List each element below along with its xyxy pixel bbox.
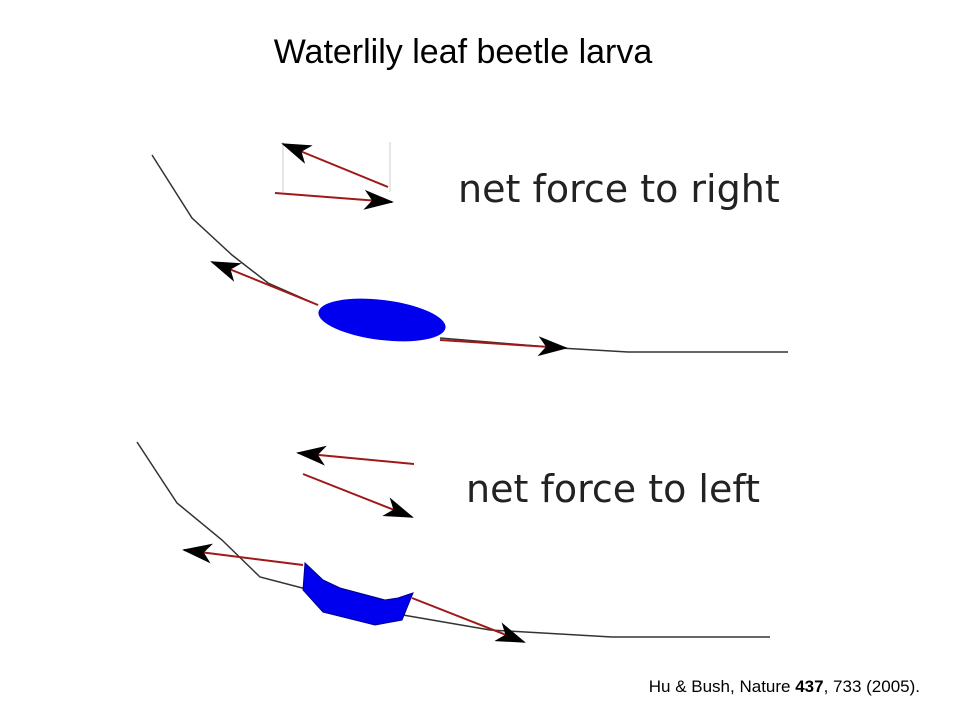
top-water-surface-right — [439, 337, 788, 353]
bottom-left-tension-arrow — [182, 543, 304, 566]
top-right-tension-arrow — [439, 336, 568, 357]
net-force-left-label: net force to left — [466, 467, 760, 511]
top-sum-right-vector — [274, 189, 394, 210]
top-panel — [151, 142, 788, 357]
top-left-tension-arrow — [210, 261, 319, 306]
top-vector-sum-diagram — [274, 142, 394, 210]
citation-prefix: Hu & Bush, Nature — [648, 677, 796, 696]
bottom-right-tension-arrow — [411, 597, 526, 643]
bottom-water-surface — [136, 441, 311, 591]
citation: Hu & Bush, Nature 437, 733 (2005). — [649, 677, 920, 697]
bottom-vector-sum-diagram — [296, 445, 415, 518]
bottom-water-surface-right — [402, 614, 770, 638]
top-larva-body — [318, 298, 446, 342]
bottom-sum-left-vector — [296, 445, 415, 466]
top-sum-left-vector — [281, 143, 389, 188]
citation-suffix: , 733 (2005). — [823, 677, 920, 696]
top-water-surface — [151, 154, 319, 306]
bottom-larva-body — [302, 561, 414, 626]
bottom-panel — [136, 441, 770, 643]
citation-volume: 437 — [795, 677, 824, 696]
bottom-sum-right-vector — [302, 473, 414, 518]
slide-title: Waterlily leaf beetle larva — [273, 33, 653, 71]
net-force-right-label: net force to right — [458, 167, 780, 211]
